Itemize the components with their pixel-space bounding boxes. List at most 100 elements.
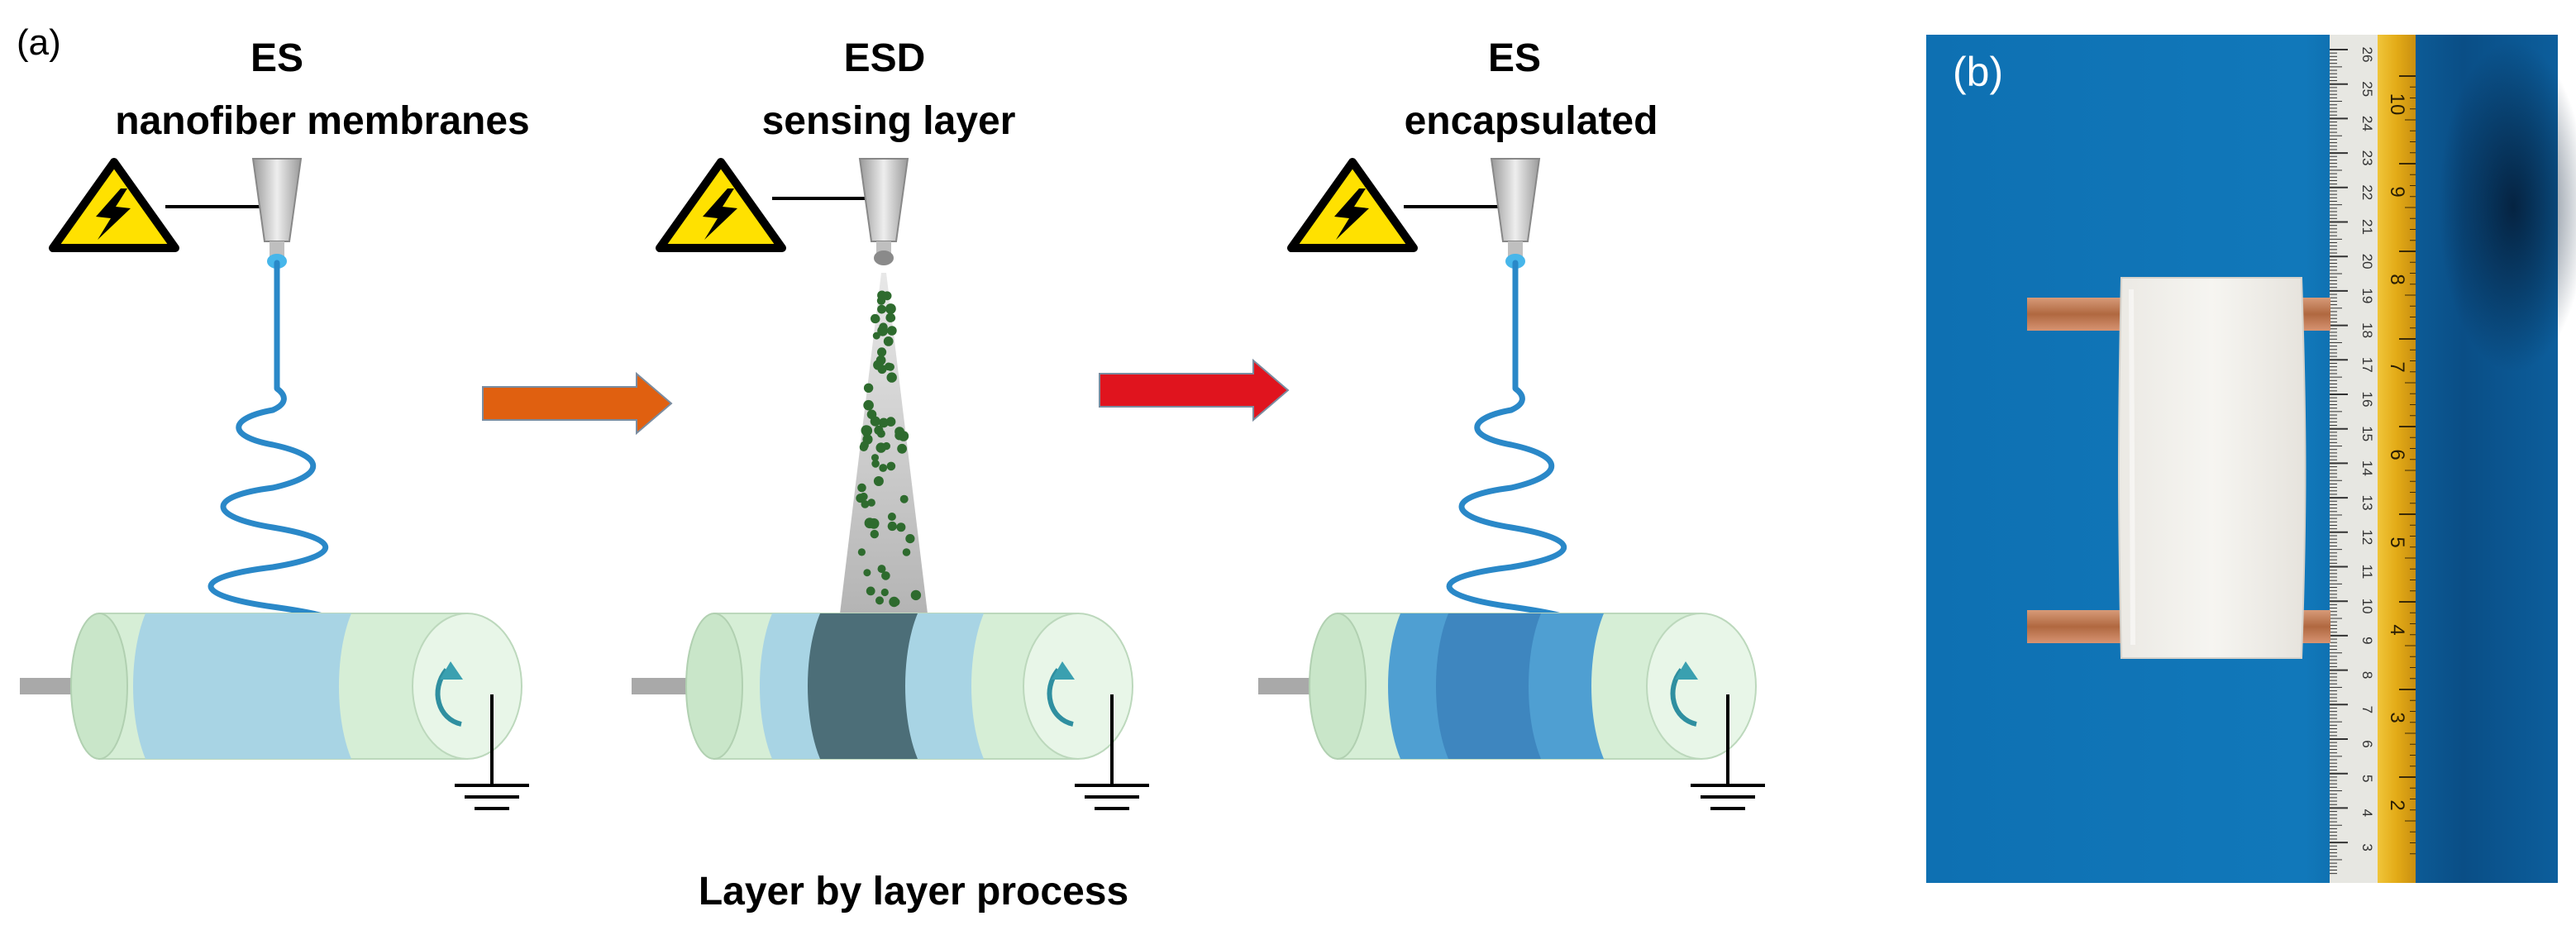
ruler [2330,35,2378,883]
tape-inch-label: 2 [2386,799,2408,810]
ruler-cm-label: 6 [2359,740,2375,747]
ruler-cm-label: 25 [2359,81,2375,97]
step-2-title-line1: ESD [844,36,926,80]
spray-droplet [863,383,874,393]
spray-droplet [879,417,889,428]
step-3-title-line1: ES [1488,36,1541,80]
process-caption: Layer by layer process [699,870,1128,914]
tape-inch-label: 7 [2386,361,2408,372]
ground-symbol [1691,694,1765,810]
ruler-cm-label: 22 [2359,184,2375,200]
ground-symbol [1075,694,1149,810]
collector-drum [20,613,522,760]
spray-droplet [886,372,897,383]
ground-symbol [455,694,529,810]
spray-droplet [870,529,880,539]
ruler-cm-label: 12 [2359,529,2375,545]
fiber-jet [1446,260,1577,651]
spinneret-needle-icon [251,158,303,269]
spray-droplet [882,291,892,301]
ruler-cm-label: 9 [2359,637,2375,644]
spray-droplet [881,571,890,580]
tape-inch-label: 10 [2386,93,2408,116]
ruler-cm-label: 21 [2359,219,2375,235]
spray-droplet [899,494,909,503]
tape-inch-label: 8 [2386,274,2408,284]
ruler-cm-label: 15 [2359,426,2375,441]
spray-droplet [910,589,922,601]
process-arrow-1 [482,371,673,436]
ruler-cm-label: 14 [2359,460,2375,476]
spray-droplet [873,476,884,486]
ruler-cm-label: 26 [2359,47,2375,63]
spray-droplet [885,417,896,427]
ruler-cm-label: 10 [2359,599,2375,614]
step-1-title-line2: nanofiber membranes [115,99,529,143]
step-2-electrospraying [632,158,1149,810]
spray-droplet [857,548,866,556]
collector-drum [1258,613,1757,760]
spray-droplet [883,336,894,346]
step-1-title-line1: ES [250,36,303,80]
ruler-cm-label: 16 [2359,392,2375,408]
spray-droplet [886,461,896,471]
ruler-cm-label: 11 [2359,565,2375,580]
spray-droplet [886,363,894,371]
spray-cone [840,273,928,613]
spray-droplet [861,425,872,436]
spray-droplet [880,588,889,597]
step-2-title-line2: sensing layer [762,99,1016,143]
spray-droplet [872,332,880,340]
ruler-cm-label: 5 [2359,775,2375,782]
spray-droplet [868,518,880,529]
ruler-ticks: 2625242322212019181716151413121110987654… [2330,47,2375,875]
ruler-cm-label: 4 [2359,809,2375,817]
ruler-cm-label: 7 [2359,706,2375,713]
collector-drum [632,613,1133,760]
spray-droplet [871,454,879,462]
spray-droplet [873,360,884,370]
panel-b-label: (b) [1953,49,2003,95]
spinneret-needle-icon [858,158,909,265]
spray-droplet [905,534,915,544]
fiber-jet [208,260,338,651]
ruler-cm-label: 23 [2359,150,2375,166]
spray-droplet [887,521,897,532]
ruler-cm-label: 8 [2359,671,2375,679]
spray-droplet [887,326,897,336]
step-3-title-line2: encapsulated [1405,99,1658,143]
ruler-cm-label: 3 [2359,843,2375,851]
spray-droplet [897,443,907,454]
spray-droplet [863,569,871,577]
spray-droplet [866,409,877,420]
tape-inch-label: 6 [2386,449,2408,460]
spray-droplet [857,483,866,493]
spray-droplet [896,522,906,532]
spray-droplet [861,500,870,508]
high-voltage-warning-icon [49,158,179,252]
spray-droplet [885,303,896,314]
spray-droplet [887,513,896,521]
ruler-cm-label: 18 [2359,322,2375,338]
spray-droplet [877,347,887,357]
ruler-cm-label: 20 [2359,254,2375,270]
spray-droplet [859,492,868,501]
high-voltage-warning-icon [656,158,786,252]
spray-droplets [856,290,922,608]
ruler-cm-label: 13 [2359,495,2375,511]
ruler-cm-label: 19 [2359,288,2375,303]
tape-measure [2378,35,2416,883]
spray-droplet [891,598,900,606]
spray-droplet [894,427,904,436]
tape-inch-label: 5 [2386,537,2408,547]
spinneret-needle-icon [1490,158,1541,269]
high-voltage-warning-icon [1287,158,1418,252]
spray-droplet [871,315,880,323]
ruler-cm-label: 17 [2359,357,2375,373]
spray-droplet [879,322,888,332]
tape-inch-label: 4 [2386,624,2408,635]
spray-droplet [902,548,911,556]
